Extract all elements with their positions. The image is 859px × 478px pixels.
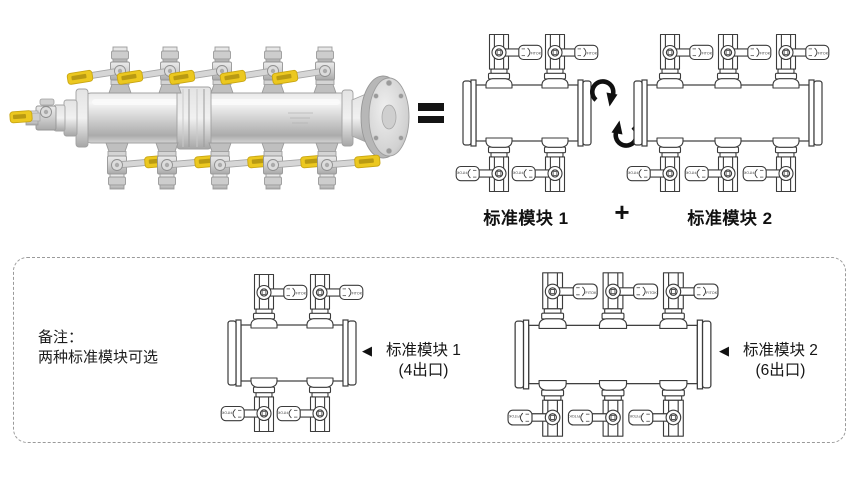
note-module-2-drawing	[513, 266, 713, 443]
module-2-drawing	[632, 28, 824, 198]
inlet-valve	[9, 88, 89, 148]
module-1-label: 标准模块 1	[483, 209, 569, 228]
note-module-2-sublabel: (6出口)	[755, 362, 806, 379]
note-module-1-sublabel: (4出口)	[398, 362, 449, 379]
note-body: 两种标准模块可选	[38, 349, 159, 366]
note-module-2-caption: ◀ 标准模块 2 (6出口)	[719, 341, 818, 381]
center-coupling	[176, 86, 212, 150]
plus-sign: +	[614, 197, 630, 227]
equals-sign	[418, 103, 444, 123]
outlet-flange	[341, 75, 410, 159]
note-module-1-caption: ◀ 标准模块 1 (4出口)	[362, 341, 461, 381]
engraving-marks	[288, 112, 313, 124]
top-valves	[66, 46, 337, 94]
module-2-label: 标准模块 2	[687, 209, 773, 228]
left-arrow-icon: ◀	[719, 343, 729, 358]
note-module-2-label: 标准模块 2	[743, 342, 818, 359]
bottom-valves	[105, 142, 381, 190]
note-title: 备注：	[38, 329, 84, 346]
inlet-valve-handle	[9, 110, 33, 124]
product-photo	[9, 46, 410, 190]
note-module-1-drawing	[226, 268, 358, 438]
note-module-1-label: 标准模块 1	[386, 342, 461, 359]
manifold-photo	[9, 46, 410, 190]
note-text: 备注： 两种标准模块可选	[38, 328, 158, 368]
rotate-arrow-top-icon	[592, 81, 617, 106]
flange-bolt-holes	[373, 79, 404, 155]
module-1-drawing	[461, 28, 593, 198]
left-arrow-icon: ◀	[362, 343, 372, 358]
